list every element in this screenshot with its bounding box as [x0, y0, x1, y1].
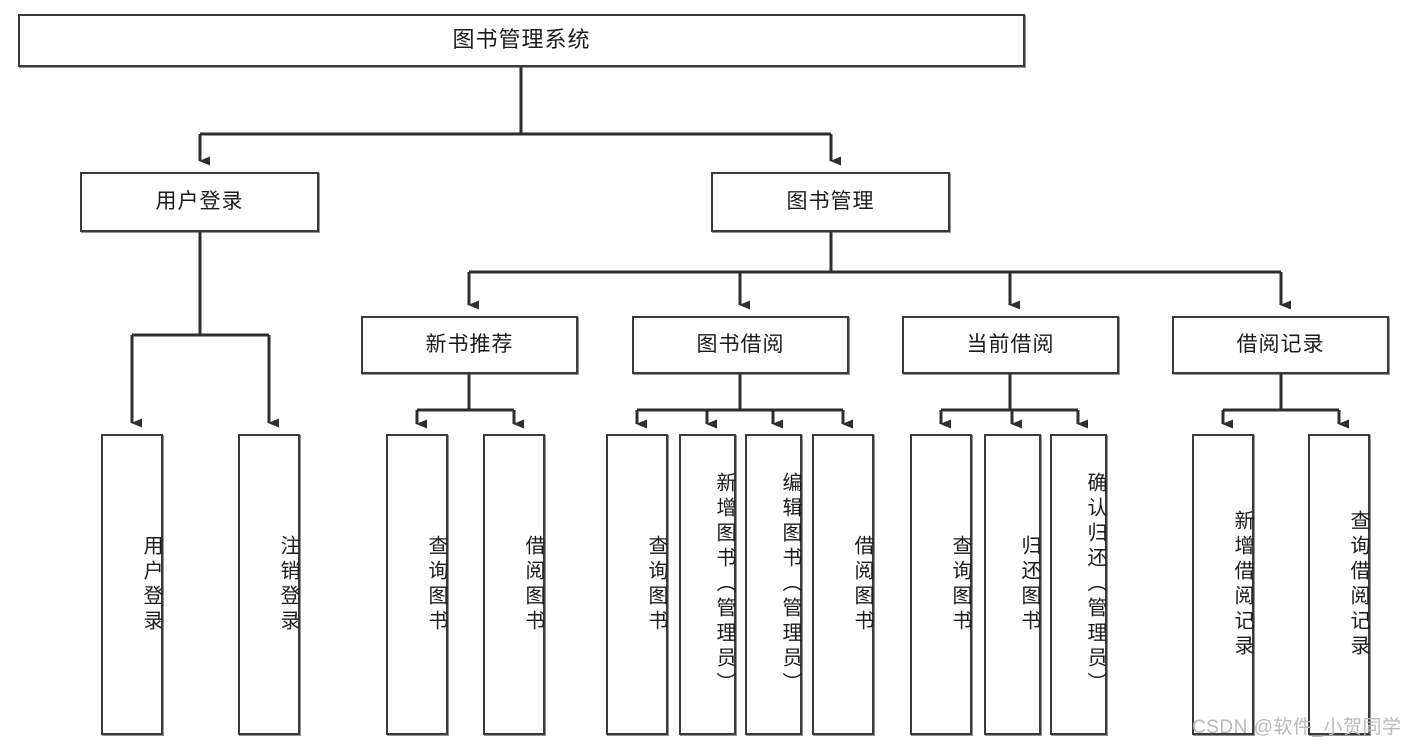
- node-leaf-add-book-admin[interactable]: 新增图书（管理员）: [679, 434, 736, 735]
- node-book-manage[interactable]: 图书管理: [711, 172, 950, 232]
- node-leaf-query-book-current[interactable]: 查询图书: [910, 434, 972, 735]
- node-label: 归还图书: [1018, 534, 1040, 635]
- node-label: 借阅图书: [851, 534, 873, 635]
- node-label: 查询图书: [949, 534, 971, 635]
- node-book-borrow[interactable]: 图书借阅: [632, 316, 849, 374]
- node-label: 查询图书: [425, 534, 447, 635]
- node-current-borrow[interactable]: 当前借阅: [902, 316, 1119, 374]
- node-user-login[interactable]: 用户登录: [80, 172, 319, 232]
- node-label: 查询借阅记录: [1347, 509, 1369, 660]
- node-label: 新书推荐: [425, 333, 514, 357]
- node-label: 确认归还（管理员）: [1084, 472, 1106, 697]
- node-leaf-query-borrow-record[interactable]: 查询借阅记录: [1308, 434, 1370, 735]
- node-borrow-record[interactable]: 借阅记录: [1172, 316, 1389, 374]
- node-label: 新增借阅记录: [1231, 509, 1253, 660]
- node-leaf-query-book-borrow[interactable]: 查询图书: [606, 434, 668, 735]
- csdn-watermark: CSDN @软件_小贺同学: [1192, 717, 1402, 738]
- node-leaf-return-book[interactable]: 归还图书: [984, 434, 1041, 735]
- node-leaf-add-borrow-record[interactable]: 新增借阅记录: [1192, 434, 1254, 735]
- node-leaf-query-book-recommend[interactable]: 查询图书: [386, 434, 448, 735]
- node-label: 新增图书（管理员）: [713, 472, 735, 697]
- node-leaf-borrow-book-recommend[interactable]: 借阅图书: [483, 434, 545, 735]
- node-label: 当前借阅: [966, 333, 1055, 357]
- node-root-system[interactable]: 图书管理系统: [18, 14, 1025, 67]
- node-label: 编辑图书（管理员）: [779, 472, 801, 697]
- node-new-book-recommend[interactable]: 新书推荐: [361, 316, 578, 374]
- node-label: 借阅图书: [522, 534, 544, 635]
- node-leaf-user-login[interactable]: 用户登录: [101, 434, 163, 735]
- node-label: 借阅记录: [1236, 333, 1325, 357]
- node-label: 用户登录: [155, 190, 244, 214]
- node-label: 用户登录: [140, 534, 162, 635]
- node-leaf-logout[interactable]: 注销登录: [238, 434, 300, 735]
- node-label: 图书管理系统: [452, 27, 591, 53]
- node-leaf-borrow-book[interactable]: 借阅图书: [812, 434, 874, 735]
- node-label: 查询图书: [645, 534, 667, 635]
- node-label: 图书管理: [786, 190, 875, 214]
- node-label: 注销登录: [277, 534, 299, 635]
- node-leaf-edit-book-admin[interactable]: 编辑图书（管理员）: [745, 434, 802, 735]
- node-label: 图书借阅: [696, 333, 785, 357]
- node-leaf-confirm-return-admin[interactable]: 确认归还（管理员）: [1050, 434, 1107, 735]
